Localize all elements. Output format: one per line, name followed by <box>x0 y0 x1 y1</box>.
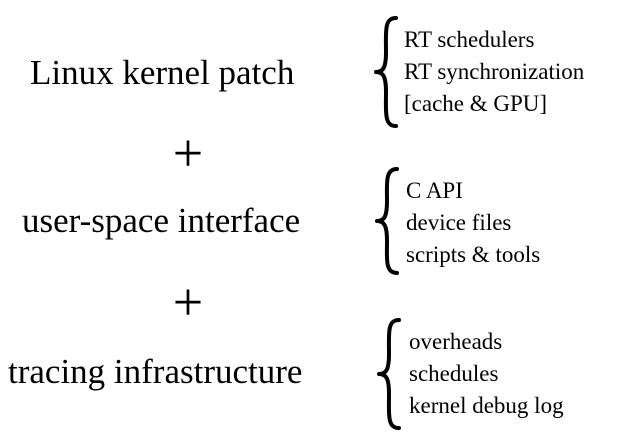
plus-connector-2: + <box>172 272 204 332</box>
item-list-kernel-patch: RT schedulers RT synchronization [cache … <box>404 24 584 120</box>
item-list-user-space-interface: C API device files scripts & tools <box>406 175 540 271</box>
item-c-api: C API <box>406 178 463 203</box>
brace-tracing-infrastructure <box>377 318 401 430</box>
item-device-files: device files <box>406 210 512 235</box>
brace-user-space-interface <box>375 167 399 275</box>
item-scripts-tools: scripts & tools <box>406 242 541 267</box>
item-kernel-debug-log: kernel debug log <box>409 393 564 418</box>
brace-kernel-patch <box>374 16 398 128</box>
plus-connector-1: + <box>172 123 204 183</box>
block-label-tracing-infrastructure: tracing infrastructure <box>8 352 303 391</box>
item-cache-gpu: [cache & GPU] <box>404 91 548 116</box>
item-list-tracing-infrastructure: overheads schedules kernel debug log <box>409 326 564 422</box>
block-label-user-space-interface: user-space interface <box>22 201 301 240</box>
item-schedules: schedules <box>409 361 499 386</box>
block-label-kernel-patch: Linux kernel patch <box>30 53 295 92</box>
item-rt-synchronization: RT synchronization <box>404 59 585 84</box>
item-rt-schedulers: RT schedulers <box>404 27 535 52</box>
item-overheads: overheads <box>409 329 503 354</box>
